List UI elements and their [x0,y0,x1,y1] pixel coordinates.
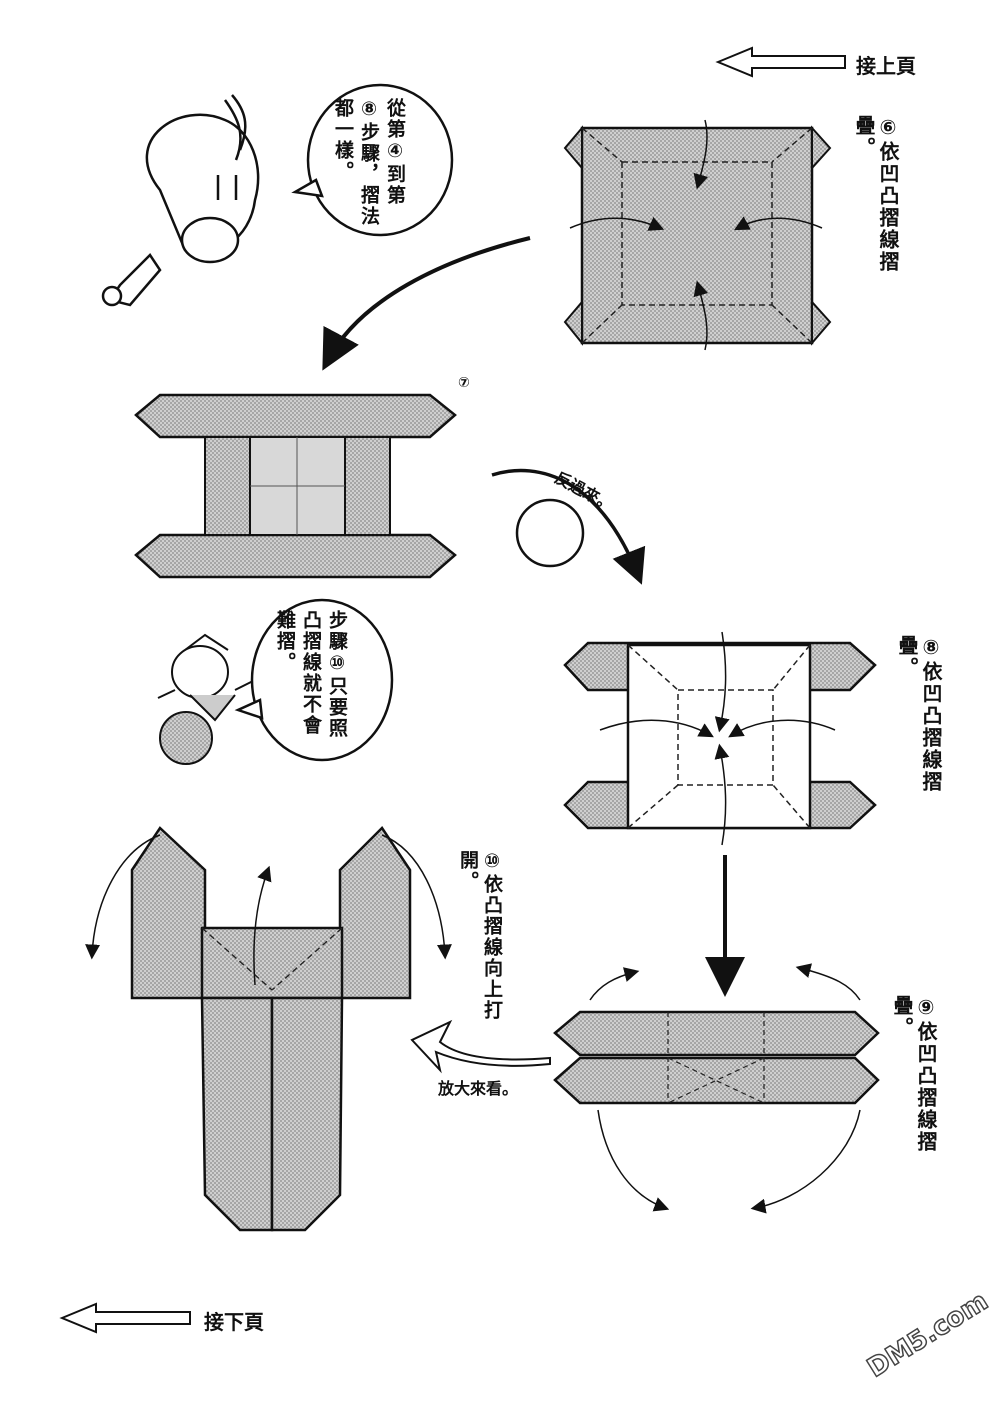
speech-bubble-middle [234,598,394,762]
step10-instruction: ⑩依凸摺線向上打開。 [457,850,503,1021]
step10-figure [85,826,452,1232]
prev-page-label: 接上頁 [856,54,916,78]
step7-figure [134,393,457,579]
next-page-label: 接下頁 [204,1310,264,1334]
speech-bubble-top [291,83,454,237]
step8-figure [563,631,877,846]
next-page-arrow-icon [59,1302,191,1334]
zoom-in-arrow-icon [410,1019,551,1074]
prev-page-arrow-icon [715,46,846,78]
step9-instruction: ⑨依凹凸摺線摺疊。 [890,995,938,1153]
character-cheering [157,633,256,765]
step9-figure [553,963,880,1214]
turn-over-arrow [491,468,646,585]
step8-instruction: ⑧依凹凸摺線摺疊。 [895,635,943,793]
zoom-in-caption: 放大來看。 [438,1079,519,1098]
step6-figure [563,119,832,351]
flow-arrow-6-7 [322,236,531,371]
bubble-middle-text: 步驟⑩只要照凸摺線就不會難摺。 [274,610,348,739]
character-thinking [101,94,260,307]
step7-number: ⑦ [458,375,470,391]
step6-instruction: ⑥依凹凸摺線摺疊。 [852,115,900,273]
bubble-top-text: 從第④到第⑧步驟，摺法都一樣。 [332,98,406,227]
